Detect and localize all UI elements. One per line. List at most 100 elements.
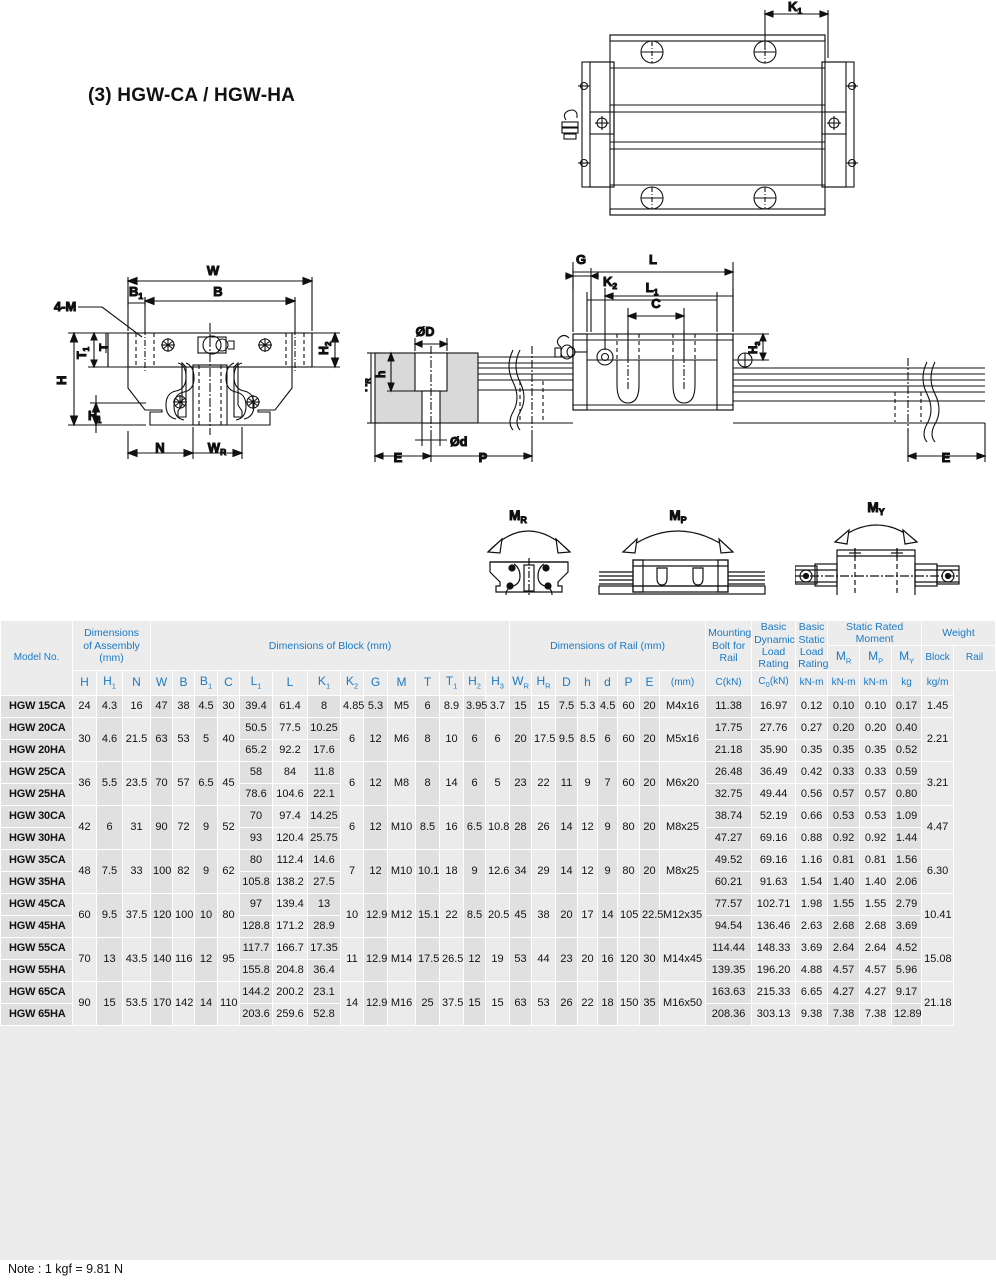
cell-b: 82 [172,849,196,895]
cell-l: 104.6 [272,783,309,807]
label-l: L [649,252,657,267]
cell-l: 171.2 [272,915,309,939]
cell-my: 0.35 [859,739,893,763]
cell-b1: 9 [194,805,219,851]
cell-g: 12.9 [363,981,389,1027]
cell-hr: 38 [531,893,557,939]
cell-n: 23.5 [121,761,152,807]
cell-model-no: HGW 15CA [0,695,73,719]
cell-k2: 6 [340,805,365,851]
cell-d: 7 [597,761,619,807]
cell-k1: 27.5 [307,871,342,895]
cell-w-block: 0.40 [891,717,923,741]
cell-b1: 5 [194,717,219,763]
cell-my: 0.53 [859,805,893,829]
cell-l1: 93 [239,827,274,851]
cell-t: 8 [415,717,441,763]
cell-w: 63 [150,717,174,763]
label-b1: B1 [129,284,143,301]
cell-k1: 17.6 [307,739,342,763]
cell-e: 20 [639,805,661,851]
cell-c-kn: 139.35 [705,959,753,983]
header-sym-b: B [172,670,196,697]
cell-k2: 7 [340,849,365,895]
label-g: G [576,252,586,267]
cell-bolt: M16x50 [659,981,707,1027]
cell-t: 15.1 [415,893,441,939]
cell-h3: 15 [485,981,511,1027]
cell-l: 77.5 [272,717,309,741]
cell-e: 35 [639,981,661,1027]
cell-m: M10 [387,849,417,895]
cell-h1: 4.3 [96,695,123,719]
cell-c: 62 [217,849,241,895]
cell-h1: 15 [96,981,123,1027]
cell-l1: 58 [239,761,274,785]
header-weight: Weight [921,619,996,647]
cell-h3: 19 [485,937,511,983]
cell-b: 100 [172,893,196,939]
cell-t: 6 [415,695,441,719]
cell-k1: 10.25 [307,717,342,741]
cell-model-no: HGW 65CA [0,981,73,1005]
cell-c0-kn: 136.46 [751,915,797,939]
cell-c-kn: 208.36 [705,1003,753,1027]
cell-h: 22 [577,981,599,1027]
cell-mr: 9.38 [795,1003,829,1027]
cell-w-block: 2.06 [891,871,923,895]
label-h-small: h [374,371,388,378]
cell-h: 12 [577,849,599,895]
cell-t: 17.5 [415,937,441,983]
label-h2: H2 [317,341,333,355]
cell-w: 140 [150,937,174,983]
cell-t: 25 [415,981,441,1027]
cell-t1: 18 [439,849,465,895]
header-sym-p: P [617,670,641,697]
cell-model-no: HGW 30CA [0,805,73,829]
cell-h: 42 [72,805,97,851]
cell-c: 40 [217,717,241,763]
cell-c: 80 [217,893,241,939]
header-sym-h3: H3 [485,670,511,697]
cell-k1: 14.6 [307,849,342,873]
cell-w-rail: 21.18 [921,981,955,1027]
cell-my: 0.33 [859,761,893,785]
cell-h: 8.5 [577,717,599,763]
cell-n: 16 [121,695,152,719]
cell-bolt: M4x16 [659,695,707,719]
cell-k1: 8 [307,695,342,719]
cell-d: 9 [597,849,619,895]
cell-c-kn: 38.74 [705,805,753,829]
cell-mp: 4.57 [827,959,861,983]
header-unit-mp: kN-m [827,670,861,697]
cell-my: 2.64 [859,937,893,961]
cell-b: 38 [172,695,196,719]
cell-mp: 4.27 [827,981,861,1005]
cell-g: 12 [363,761,389,807]
cell-h1: 13 [96,937,123,983]
cell-c-kn: 94.54 [705,915,753,939]
cell-h3: 12.6 [485,849,511,895]
cell-w-block: 1.09 [891,805,923,829]
cell-model-no: HGW 65HA [0,1003,73,1027]
cell-l: 120.4 [272,827,309,851]
cell-wr: 20 [509,717,533,763]
cell-m: M10 [387,805,417,851]
label-n: N [155,440,164,455]
cell-w: 47 [150,695,174,719]
cell-mp: 0.57 [827,783,861,807]
cell-mp: 0.20 [827,717,861,741]
cell-t: 8.5 [415,805,441,851]
cell-w: 70 [150,761,174,807]
cell-hr: 29 [531,849,557,895]
cell-c0-kn: 91.63 [751,871,797,895]
cell-n: 53.5 [121,981,152,1027]
cell-c-kn: 60.21 [705,871,753,895]
cell-wr: 63 [509,981,533,1027]
